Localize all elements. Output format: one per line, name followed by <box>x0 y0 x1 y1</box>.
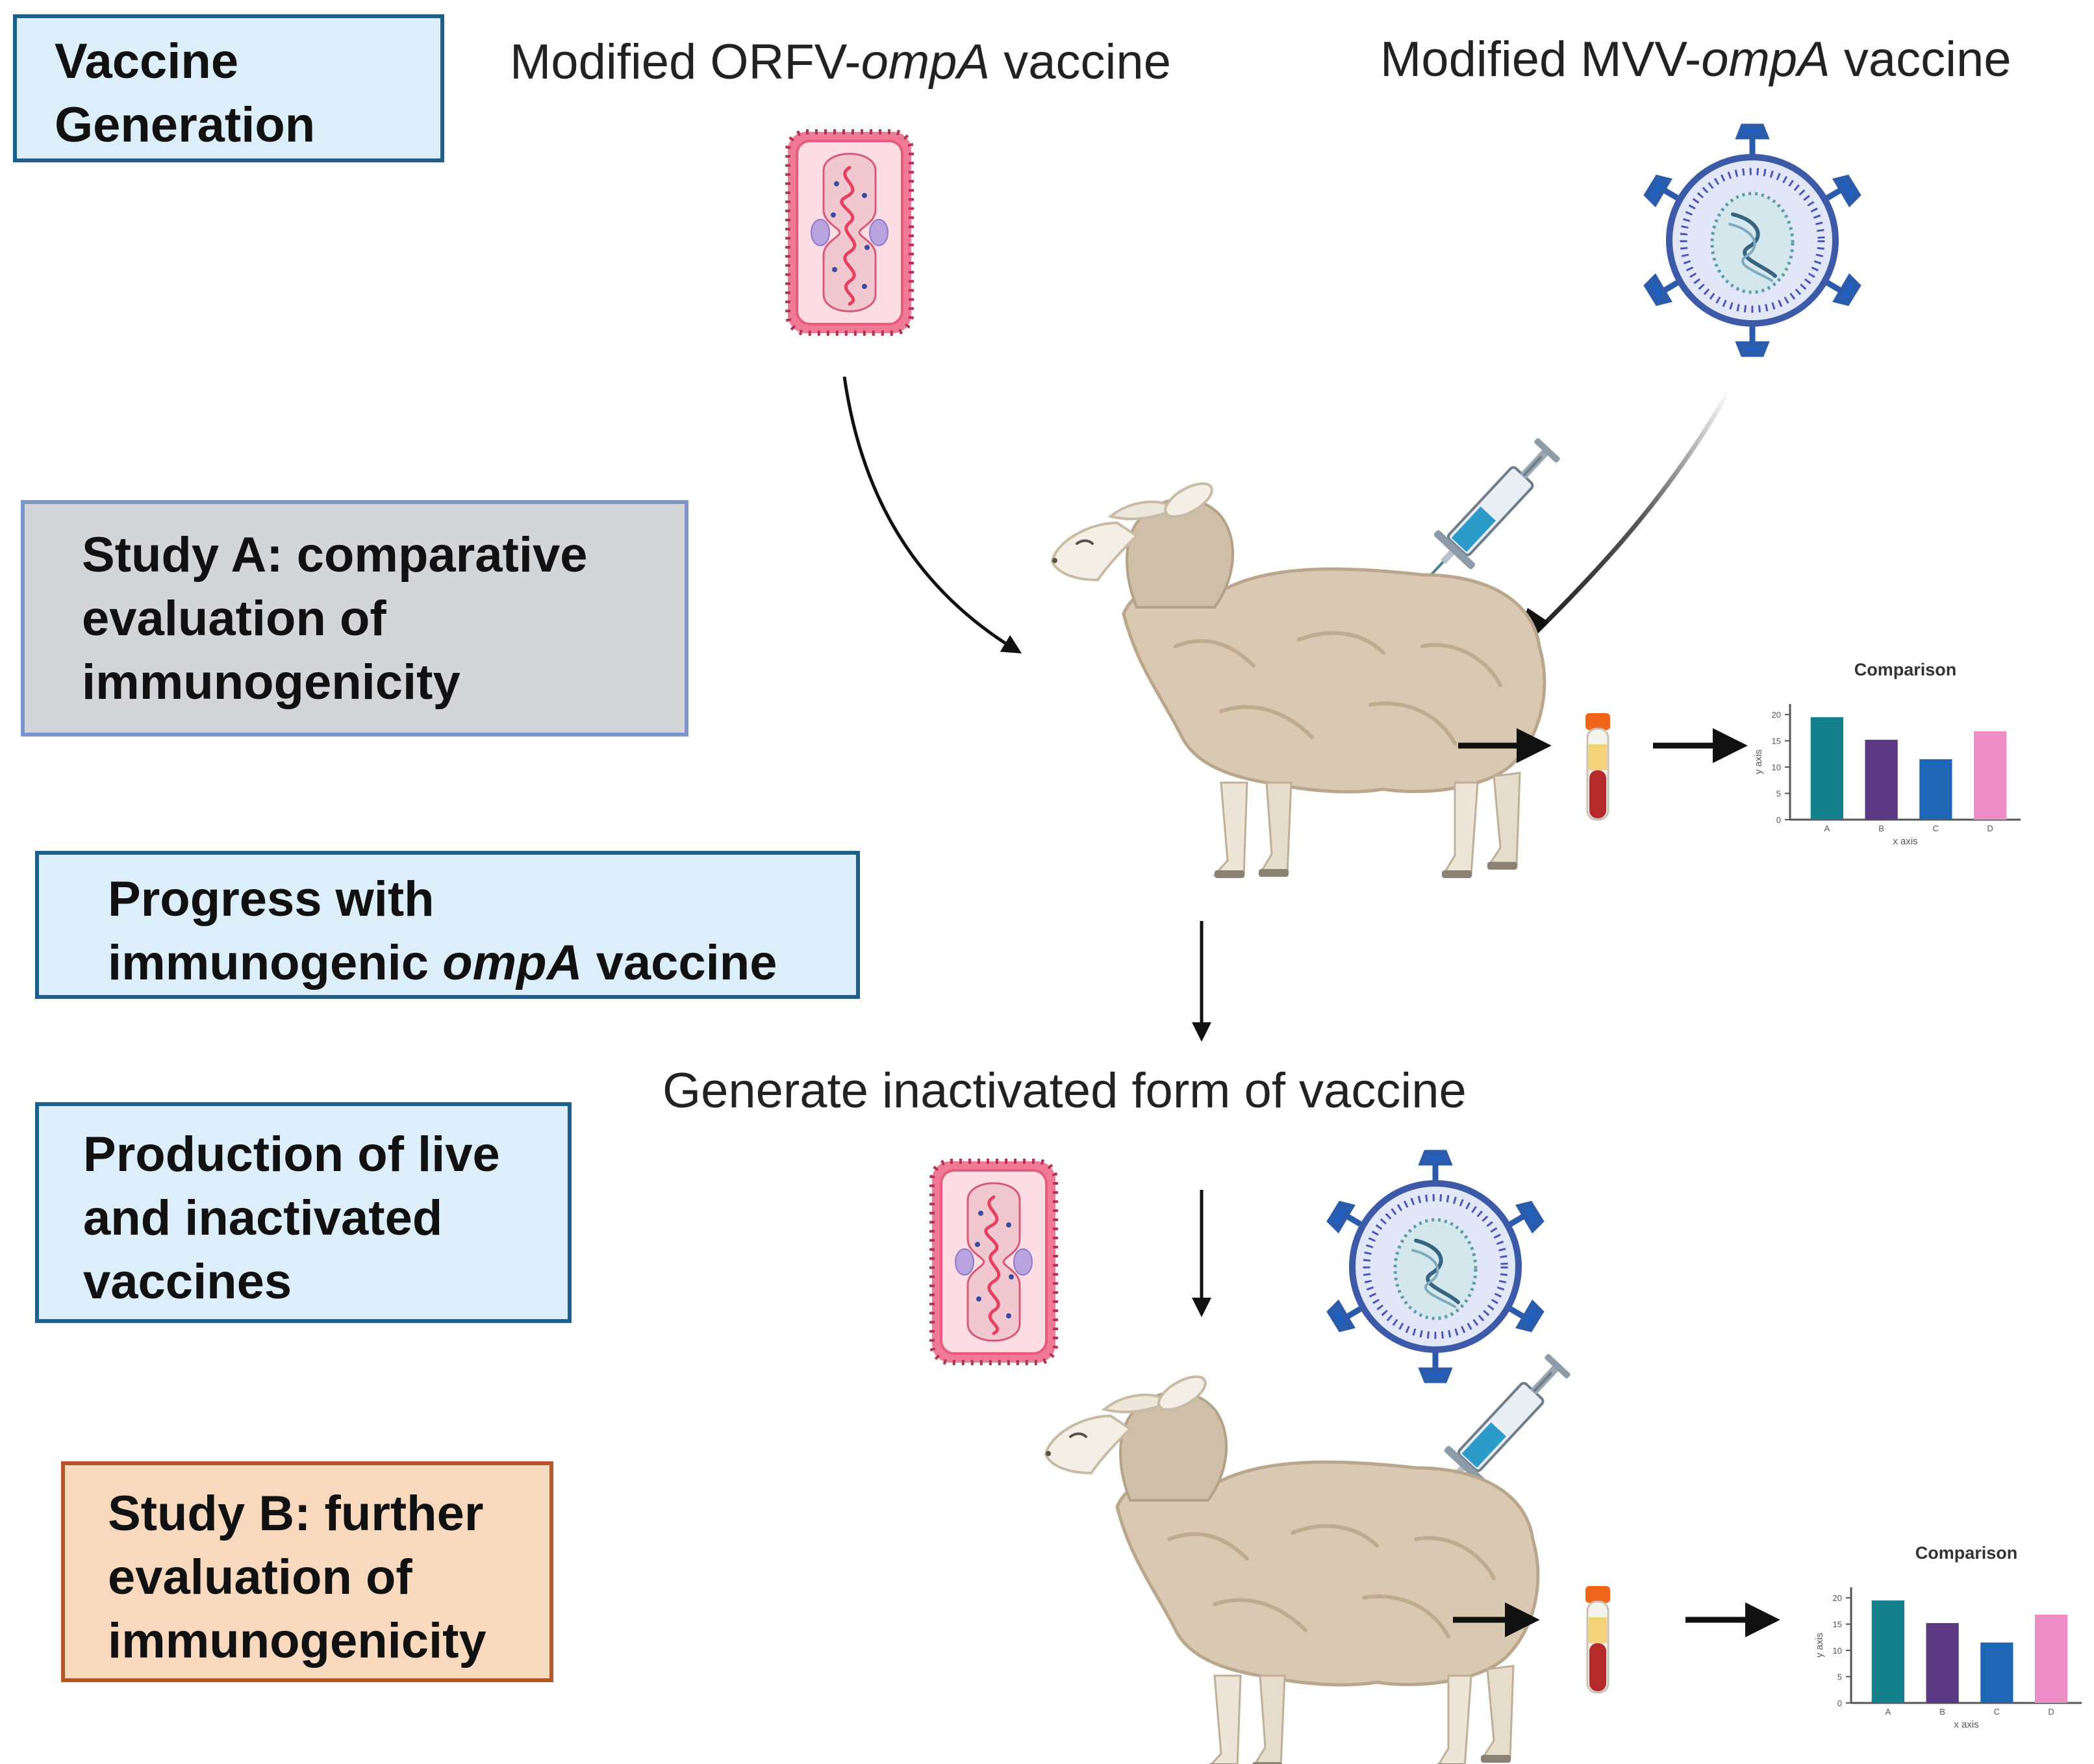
y-tick-label: 20 <box>1833 1593 1842 1603</box>
mvv-virus-icon-2 <box>1330 1153 1541 1380</box>
x-tick-label: B <box>1878 824 1884 833</box>
bar-d <box>2035 1615 2068 1703</box>
blood-tube-icon <box>1584 712 1611 821</box>
box-line: evaluation of <box>82 591 386 646</box>
box-line: vaccines <box>83 1254 292 1309</box>
x-tick-label: B <box>1939 1707 1945 1717</box>
bar-b <box>1926 1623 1959 1703</box>
y-tick-label: 0 <box>1776 815 1781 825</box>
y-tick-label: 15 <box>1833 1620 1842 1630</box>
mvv-caption: Modified MVV-ompA vaccine <box>1380 32 2012 87</box>
progress-box: Progress with immunogenic ompA vaccine <box>35 851 860 999</box>
box-line: Progress with <box>108 872 435 927</box>
orfv-bacterium-icon-2 <box>932 1161 1055 1363</box>
bar-c <box>1919 759 1952 820</box>
bar-d <box>1974 731 2007 820</box>
blood-tube-icon-2 <box>1584 1585 1611 1694</box>
y-tick-label: 20 <box>1772 710 1781 720</box>
x-tick-label: D <box>2048 1707 2054 1717</box>
mvv-virus-icon <box>1647 127 1858 354</box>
bar-b <box>1865 740 1898 820</box>
mvv-to-sheep-arrow <box>1511 392 1730 657</box>
bar-a <box>1871 1600 1904 1703</box>
box-line: immunogenicity <box>108 1613 486 1669</box>
bar-a <box>1810 717 1843 820</box>
box-line: Study A: comparative <box>82 527 588 583</box>
comparison-chart-b: Comparison 0 5 10 15 20A B C Dx axis y axis <box>1814 1543 2082 1730</box>
sheep-icon <box>1052 477 1572 878</box>
y-tick-label: 10 <box>1772 762 1781 772</box>
x-tick-label: D <box>1987 824 1993 833</box>
x-axis-label: x axis <box>1954 1719 1978 1730</box>
inactivated-caption: Generate inactivated form of vaccine <box>662 1063 1467 1118</box>
y-tick-label: 5 <box>1837 1672 1842 1682</box>
orfv-to-sheep-arrow <box>842 376 1022 654</box>
box-line: and inactivated <box>83 1191 443 1246</box>
x-tick-label: C <box>1933 824 1939 833</box>
box-line: Production of live <box>83 1127 500 1182</box>
orfv-caption: Modified ORFV-ompA vaccine <box>510 34 1171 90</box>
box-line: Study B: further <box>108 1486 484 1541</box>
y-tick-label: 0 <box>1837 1698 1842 1708</box>
y-axis-label: y axis <box>1753 750 1764 774</box>
study-a-box: Study A: comparative evaluation of immun… <box>21 500 688 737</box>
production-box: Production of live and inactivated vacci… <box>35 1102 572 1323</box>
x-tick-label: A <box>1824 824 1830 833</box>
y-tick-label: 5 <box>1776 789 1781 799</box>
chart-title: Comparison <box>1915 1543 2018 1563</box>
box-line: Generation <box>55 97 316 153</box>
comparison-chart-a: Comparison 0 5 10 15 20A B C Dx axis y axis <box>1753 660 2021 847</box>
chart-title: Comparison <box>1854 660 1957 679</box>
x-tick-label: C <box>1994 1707 2000 1717</box>
vaccine-generation-box: Vaccine Generation <box>13 14 444 162</box>
box-line: Vaccine <box>55 34 239 89</box>
box-line: immunogenic ompA vaccine <box>108 935 777 990</box>
bar-c <box>1980 1642 2013 1703</box>
orfv-bacterium-icon <box>788 132 911 333</box>
x-axis-label: x axis <box>1893 836 1917 847</box>
y-axis-label: y axis <box>1814 1633 1825 1657</box>
y-tick-label: 10 <box>1833 1646 1842 1656</box>
study-b-box: Study B: further evaluation of immunogen… <box>61 1461 553 1682</box>
box-line: immunogenicity <box>82 655 460 710</box>
y-tick-label: 15 <box>1772 737 1781 746</box>
box-line: evaluation of <box>108 1550 412 1605</box>
x-tick-label: A <box>1886 1707 1891 1717</box>
